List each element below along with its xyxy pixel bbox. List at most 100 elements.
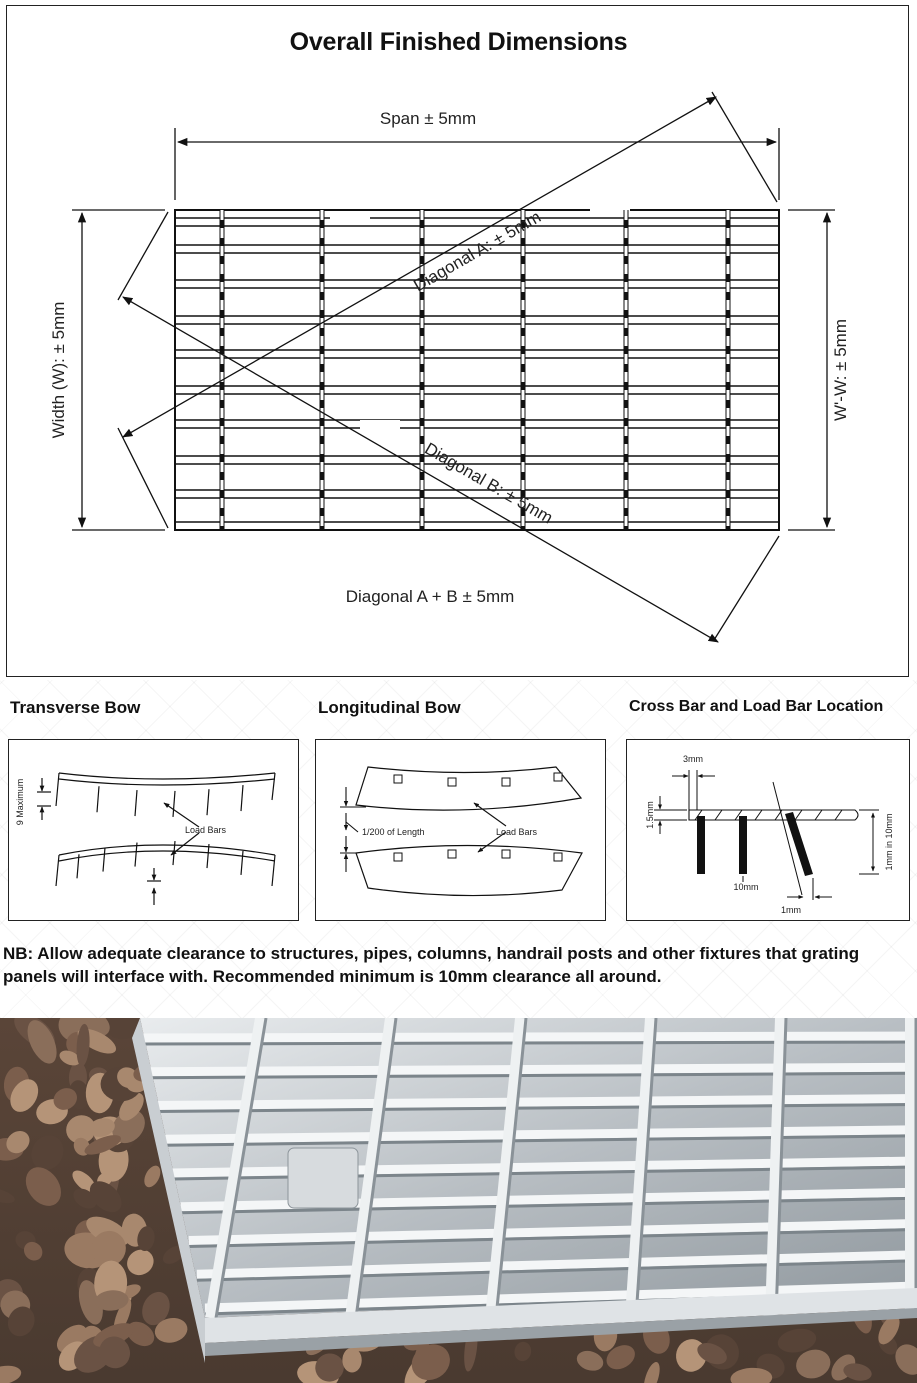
gravel-stone	[102, 1018, 143, 1040]
gravel-stone	[31, 1135, 64, 1171]
photo-load-bar	[164, 1125, 917, 1144]
diagonal-extension-lines	[117, 91, 780, 641]
gravel-stone	[72, 1170, 96, 1193]
gravel-stone	[796, 1349, 831, 1379]
transverse-load-bar	[206, 789, 210, 816]
gravel-stone	[730, 1367, 773, 1383]
gravel-stone	[94, 1290, 129, 1311]
ten-mm-label: 10mm	[733, 882, 758, 892]
nine-maximum-label: 9 Maximum	[15, 779, 25, 826]
crossbar-location-title: Cross Bar and Load Bar Location	[629, 698, 884, 715]
gravel-stone	[315, 1353, 344, 1382]
photo-cross-bar-shadow	[214, 1018, 268, 1319]
gravel-stone	[878, 1315, 900, 1345]
transverse-load-bar	[76, 854, 80, 879]
steel-grating-photo-icon	[0, 1018, 917, 1383]
transverse-load-bar	[134, 790, 138, 817]
gravel-stone	[89, 1181, 122, 1213]
photo-load-bar-shadow	[188, 1228, 917, 1248]
photo-cross-bar	[625, 1018, 655, 1319]
line-break	[330, 213, 370, 223]
gravel-stone	[413, 1338, 430, 1375]
gravel-stone	[576, 1350, 604, 1371]
gravel-stone	[777, 1328, 817, 1353]
gravel-stone	[66, 1115, 96, 1144]
gravel-stone	[6, 1130, 30, 1154]
photo-load-bar	[148, 1062, 917, 1077]
one-mm-in-ten-mm-label: 1mm in 10mm	[884, 813, 894, 870]
photo-cross-bar	[765, 1018, 785, 1319]
line-break	[360, 420, 400, 430]
gravel-stone	[154, 1317, 188, 1343]
gravel-stone	[606, 1345, 635, 1370]
gravel-stone	[342, 1347, 362, 1373]
length-fraction-label: 1/200 of Length	[362, 827, 425, 837]
w-prime-dimension	[788, 209, 835, 531]
transverse-load-bar	[206, 843, 210, 869]
transverse-load-bar	[172, 790, 176, 817]
longitudinal-bow-title: Longitudinal Bow	[318, 698, 461, 717]
photo-load-bar-shadow	[148, 1071, 917, 1080]
gravel-stone	[76, 1023, 90, 1067]
main-title: Overall Finished Dimensions	[289, 28, 628, 56]
transverse-load-bar	[96, 786, 100, 813]
gravel-stone	[10, 1079, 39, 1112]
gravel-stone	[144, 1165, 161, 1188]
gravel-stone	[7, 1306, 35, 1337]
w-prime-label: W'-W: ± 5mm	[831, 319, 850, 421]
photo-cross-bar-shadow	[634, 1018, 658, 1319]
one-mm-label: 1mm	[781, 905, 801, 915]
gravel-stone	[137, 1226, 155, 1252]
crossbar-location-diagram: 3mm 1.5mm 10mm 1mm 1mm in 10mm	[645, 754, 894, 915]
gravel-stone	[99, 1336, 131, 1369]
transverse-bow-box: 9 Maximum Load Bars	[8, 739, 299, 921]
crossbar-location-box: 3mm 1.5mm 10mm 1mm 1mm in 10mm	[626, 739, 910, 921]
transverse-load-bar	[102, 847, 106, 872]
gravel-stone	[643, 1362, 660, 1383]
gravel-stone	[119, 1092, 144, 1121]
gravel-stone	[514, 1341, 532, 1362]
clearance-note: NB: Allow adequate clearance to structur…	[3, 944, 860, 986]
photo-load-bar-shadow	[139, 1040, 917, 1046]
photo-load-bar	[196, 1250, 917, 1279]
gravel-stone	[162, 1245, 185, 1264]
transverse-bow-title: Transverse Bow	[10, 698, 141, 717]
main-dimension-diagram: Span ± 5mm Width (W): ± 5mm W'-W: ± 5mm …	[49, 91, 850, 643]
transverse-bow-diagram: 9 Maximum Load Bars	[15, 772, 276, 905]
width-dimension	[72, 209, 165, 531]
one-point-five-mm-label: 1.5mm	[645, 801, 655, 829]
photo-load-bar-shadow	[180, 1196, 917, 1215]
longitudinal-load-bars-label: Load Bars	[496, 827, 538, 837]
gravel-stone	[23, 1241, 43, 1261]
photo-cross-bar-shadow	[494, 1018, 528, 1319]
photo-cross-bar-shadow	[354, 1018, 398, 1319]
photo-cross-bar	[205, 1018, 265, 1319]
gravel-stone	[117, 1067, 139, 1088]
three-mm-label: 3mm	[683, 754, 703, 764]
longitudinal-bow-box: 1/200 of Length Load Bars	[315, 739, 606, 921]
gravel-stone	[843, 1363, 872, 1381]
diagonal-b-line	[122, 296, 719, 643]
photo-load-bar	[156, 1094, 917, 1110]
photo-cross-bar-shadow	[774, 1018, 788, 1319]
transverse-load-bar	[240, 785, 244, 812]
gravel-stone	[0, 1365, 22, 1383]
photo-load-bar-shadow	[164, 1134, 917, 1147]
photo-cross-bar	[485, 1018, 525, 1319]
transverse-load-bars-label: Load Bars	[185, 825, 227, 835]
span-label: Span ± 5mm	[380, 109, 476, 128]
diagonal-ab-label: Diagonal A + B ± 5mm	[346, 587, 515, 606]
width-label: Width (W): ± 5mm	[49, 302, 68, 439]
photo-load-bar	[188, 1219, 917, 1245]
gravel-stone	[697, 1342, 727, 1365]
photo-load-bar-shadow	[156, 1103, 917, 1113]
photo-load-bar-shadow	[196, 1259, 917, 1282]
gravel-stone	[25, 1167, 61, 1206]
gravel-stone	[27, 1020, 57, 1064]
photo-cross-bar	[345, 1018, 395, 1319]
gravel-stone	[84, 1135, 121, 1155]
diagonal-b-label: Diagonal B: ± 5mm	[421, 439, 556, 528]
transverse-load-bar	[240, 850, 244, 875]
gravel-stone	[0, 1188, 15, 1204]
photo-load-bar	[139, 1031, 917, 1043]
